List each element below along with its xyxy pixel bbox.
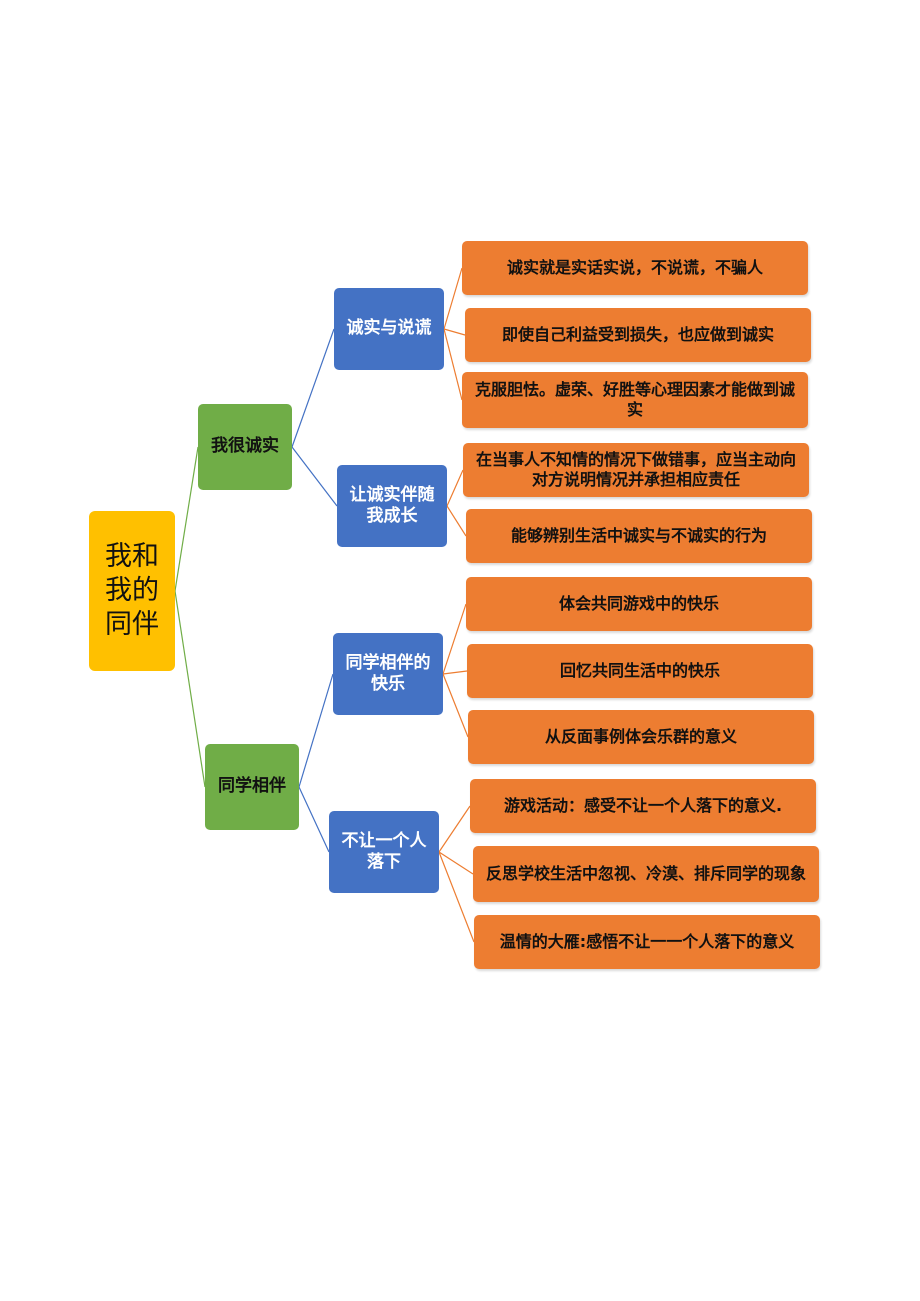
branch-node-honesty: 我很诚实 bbox=[198, 404, 292, 490]
connector-line bbox=[443, 328, 463, 401]
connector-line bbox=[298, 673, 334, 788]
leaf-node: 游戏活动：感受不让一个人落下的意义. bbox=[470, 779, 816, 833]
leaf-node: 在当事人不知情的情况下做错事，应当主动向对方说明情况并承担相应责任 bbox=[463, 443, 809, 497]
connector-line bbox=[446, 505, 467, 537]
connector-line bbox=[174, 446, 199, 592]
connector-line bbox=[442, 670, 468, 675]
leaf-node: 反思学校生活中忽视、冷漠、排斥同学的现象 bbox=[473, 846, 819, 902]
connector-line bbox=[446, 469, 464, 507]
connector-line bbox=[291, 446, 338, 507]
connector-line bbox=[443, 328, 466, 336]
leaf-node: 能够辨别生活中诚实与不诚实的行为 bbox=[466, 509, 812, 563]
leaf-node: 从反面事例体会乐群的意义 bbox=[468, 710, 814, 764]
leaf-node: 体会共同游戏中的快乐 bbox=[466, 577, 812, 631]
connector-line bbox=[438, 851, 474, 875]
connector-line bbox=[291, 328, 335, 448]
leaf-node: 回忆共同生活中的快乐 bbox=[467, 644, 813, 698]
topic-node-joy-of-classmates: 同学相伴的快乐 bbox=[333, 633, 443, 715]
topic-node-grow-with-honesty: 让诚实伴随我成长 bbox=[337, 465, 447, 547]
connector-line bbox=[438, 851, 475, 943]
connector-line bbox=[174, 590, 206, 788]
connector-line bbox=[442, 673, 469, 738]
leaf-node: 克服胆怯。虚荣、好胜等心理因素才能做到诚实 bbox=[462, 372, 808, 428]
connector-line bbox=[443, 267, 463, 330]
leaf-node: 温情的大雁:感悟不让一一个人落下的意义 bbox=[474, 915, 820, 969]
root-node: 我和我的同伴 bbox=[89, 511, 175, 671]
leaf-node: 即使自己利益受到损失，也应做到诚实 bbox=[465, 308, 811, 362]
topic-node-honesty-and-lying: 诚实与说谎 bbox=[334, 288, 444, 370]
topic-node-leave-no-one-behind: 不让一个人落下 bbox=[329, 811, 439, 893]
branch-node-companions: 同学相伴 bbox=[205, 744, 299, 830]
connector-line bbox=[298, 786, 330, 853]
connector-line bbox=[442, 603, 467, 675]
leaf-node: 诚实就是实话实说，不说谎，不骗人 bbox=[462, 241, 808, 295]
connector-line bbox=[438, 805, 471, 853]
